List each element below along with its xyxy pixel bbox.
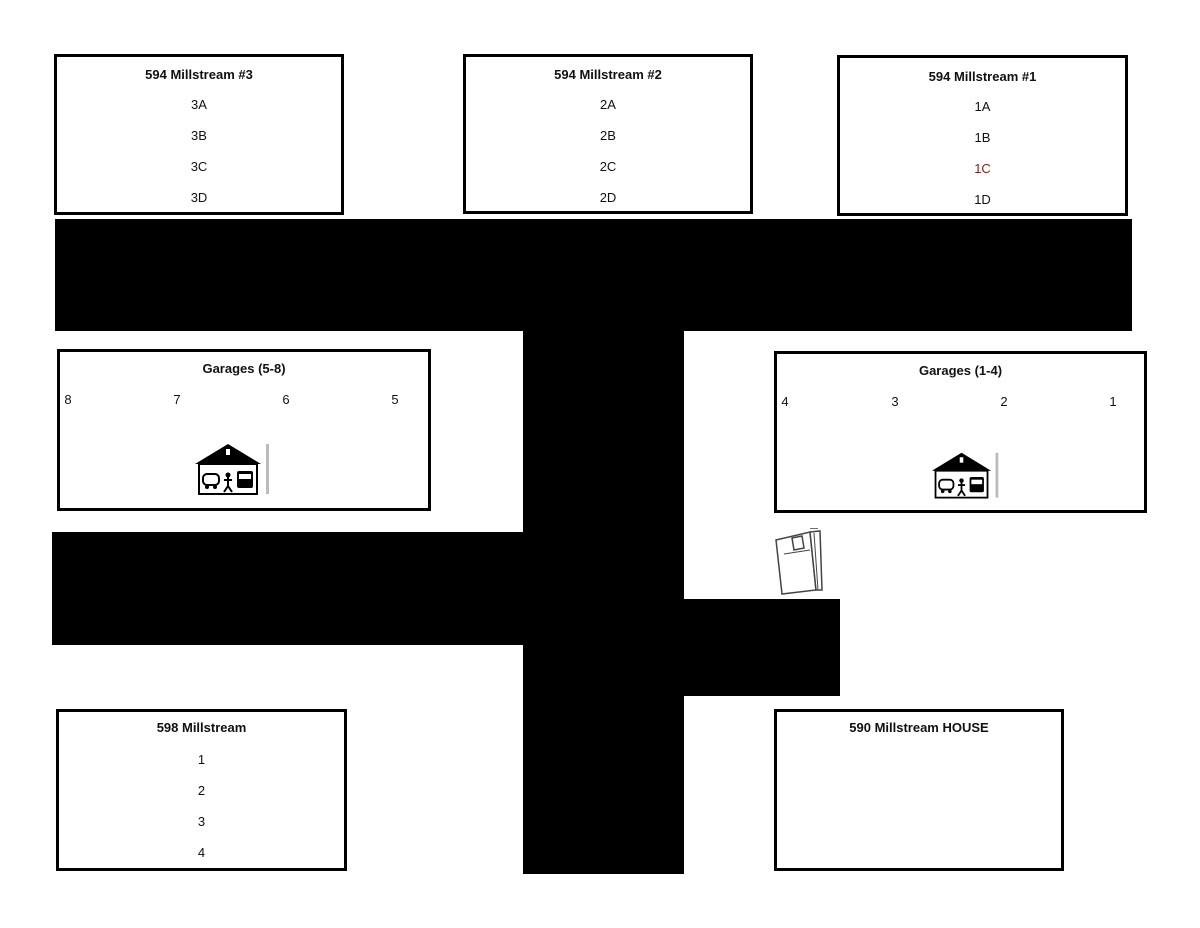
unit-label: 4 — [197, 845, 206, 860]
unit-label: 2C — [599, 159, 617, 174]
unit-label: 3D — [190, 190, 208, 205]
building-594-millstream-1: 594 Millstream #1 1A 1B 1C 1D — [837, 55, 1128, 216]
road-right-branch — [683, 599, 840, 696]
garages-5-8: Garages (5-8) 8 7 6 5 — [57, 349, 431, 511]
unit-label: 3C — [190, 159, 208, 174]
building-594-millstream-3: 594 Millstream #3 3A 3B 3C 3D — [54, 54, 344, 215]
garage-number: 8 — [64, 392, 72, 407]
garage-icon — [931, 452, 999, 499]
unit-label: 1D — [974, 192, 991, 207]
building-598-millstream: 598 Millstream 1 2 3 4 — [56, 709, 347, 871]
garage-number: 3 — [891, 394, 899, 409]
unit-label: 2D — [599, 190, 617, 205]
unit-label: 3 — [197, 814, 206, 829]
unit-label: 1 — [197, 752, 206, 767]
unit-label: 1B — [974, 130, 991, 145]
garages-1-4: Garages (1-4) 4 3 2 1 — [774, 351, 1147, 513]
garage-icon — [195, 444, 269, 495]
garage-number: 1 — [1109, 394, 1117, 409]
building-590-millstream-house: 590 Millstream HOUSE — [774, 709, 1064, 871]
building-title: 594 Millstream #2 — [554, 67, 662, 82]
garage-title: Garages (5-8) — [202, 361, 286, 376]
building-title: 590 Millstream HOUSE — [849, 720, 989, 735]
garage-number: 5 — [391, 392, 399, 407]
unit-label: 2 — [197, 783, 206, 798]
garage-title: Garages (1-4) — [918, 363, 1003, 378]
road-left-branch — [52, 532, 524, 645]
unit-label: 1A — [974, 99, 991, 114]
building-title: 594 Millstream #3 — [145, 67, 253, 82]
garage-number: 6 — [282, 392, 290, 407]
building-title: 598 Millstream — [156, 720, 247, 735]
road-main-vertical — [523, 219, 684, 874]
garage-number: 2 — [1000, 394, 1008, 409]
building-594-millstream-2: 594 Millstream #2 2A 2B 2C 2D — [463, 54, 753, 214]
unit-label: 3B — [191, 128, 207, 143]
unit-label: 2A — [600, 97, 616, 112]
unit-label-highlighted: 1C — [974, 161, 991, 176]
building-title: 594 Millstream #1 — [928, 69, 1037, 84]
unit-label: 3A — [191, 97, 207, 112]
unit-label: 2B — [600, 128, 616, 143]
garage-number: 7 — [173, 392, 181, 407]
garage-number: 4 — [781, 394, 789, 409]
dumpster-icon — [775, 528, 823, 595]
